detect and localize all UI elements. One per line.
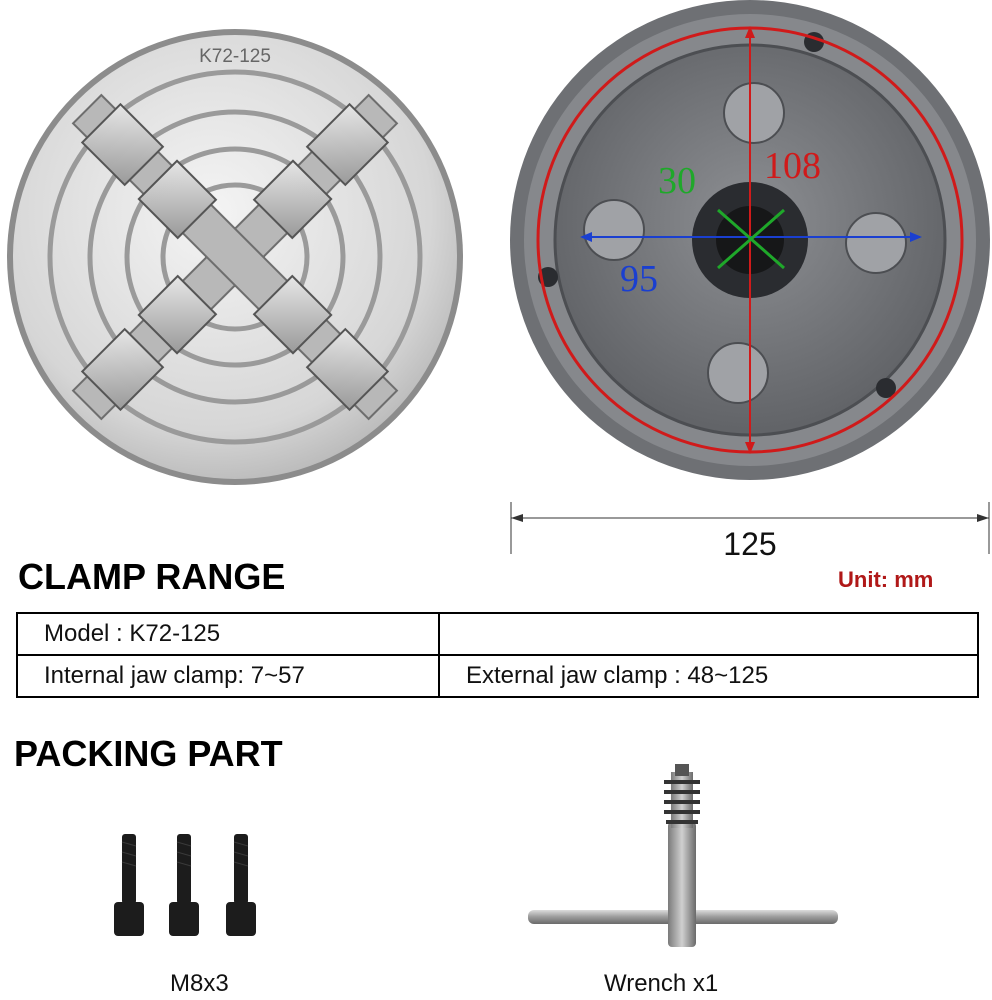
wrench-caption: Wrench x1 — [604, 970, 719, 997]
clamp-range-table: Model : K72-125 Internal jaw clamp: 7~57… — [16, 612, 979, 698]
chuck-engraving: K72-125 — [199, 46, 271, 67]
dimension-108: 108 — [764, 145, 821, 187]
table-cell — [438, 612, 979, 656]
table-row: Internal jaw clamp: 7~57 External jaw cl… — [16, 654, 979, 698]
bolt-icon — [114, 834, 256, 936]
bolts-caption: M8x3 — [170, 970, 229, 997]
table-cell: Internal jaw clamp: 7~57 — [16, 654, 440, 698]
dimension-95: 95 — [620, 258, 658, 300]
packing-part-heading: PACKING PART — [14, 733, 283, 774]
chuck-front-photo: K72-125 — [7, 29, 463, 485]
table-cell: External jaw clamp : 48~125 — [438, 654, 979, 698]
table-cell: Model : K72-125 — [16, 612, 440, 656]
wrench-icon — [528, 764, 838, 947]
unit-note: Unit: mm — [838, 567, 934, 592]
chuck-back-photo: 108 30 95 — [510, 0, 990, 480]
dimension-30: 30 — [658, 160, 696, 202]
table-row: Model : K72-125 — [16, 612, 979, 656]
overall-dimension-line — [510, 502, 990, 554]
clamp-range-heading: CLAMP RANGE — [18, 556, 286, 597]
dimension-125: 125 — [723, 526, 777, 562]
